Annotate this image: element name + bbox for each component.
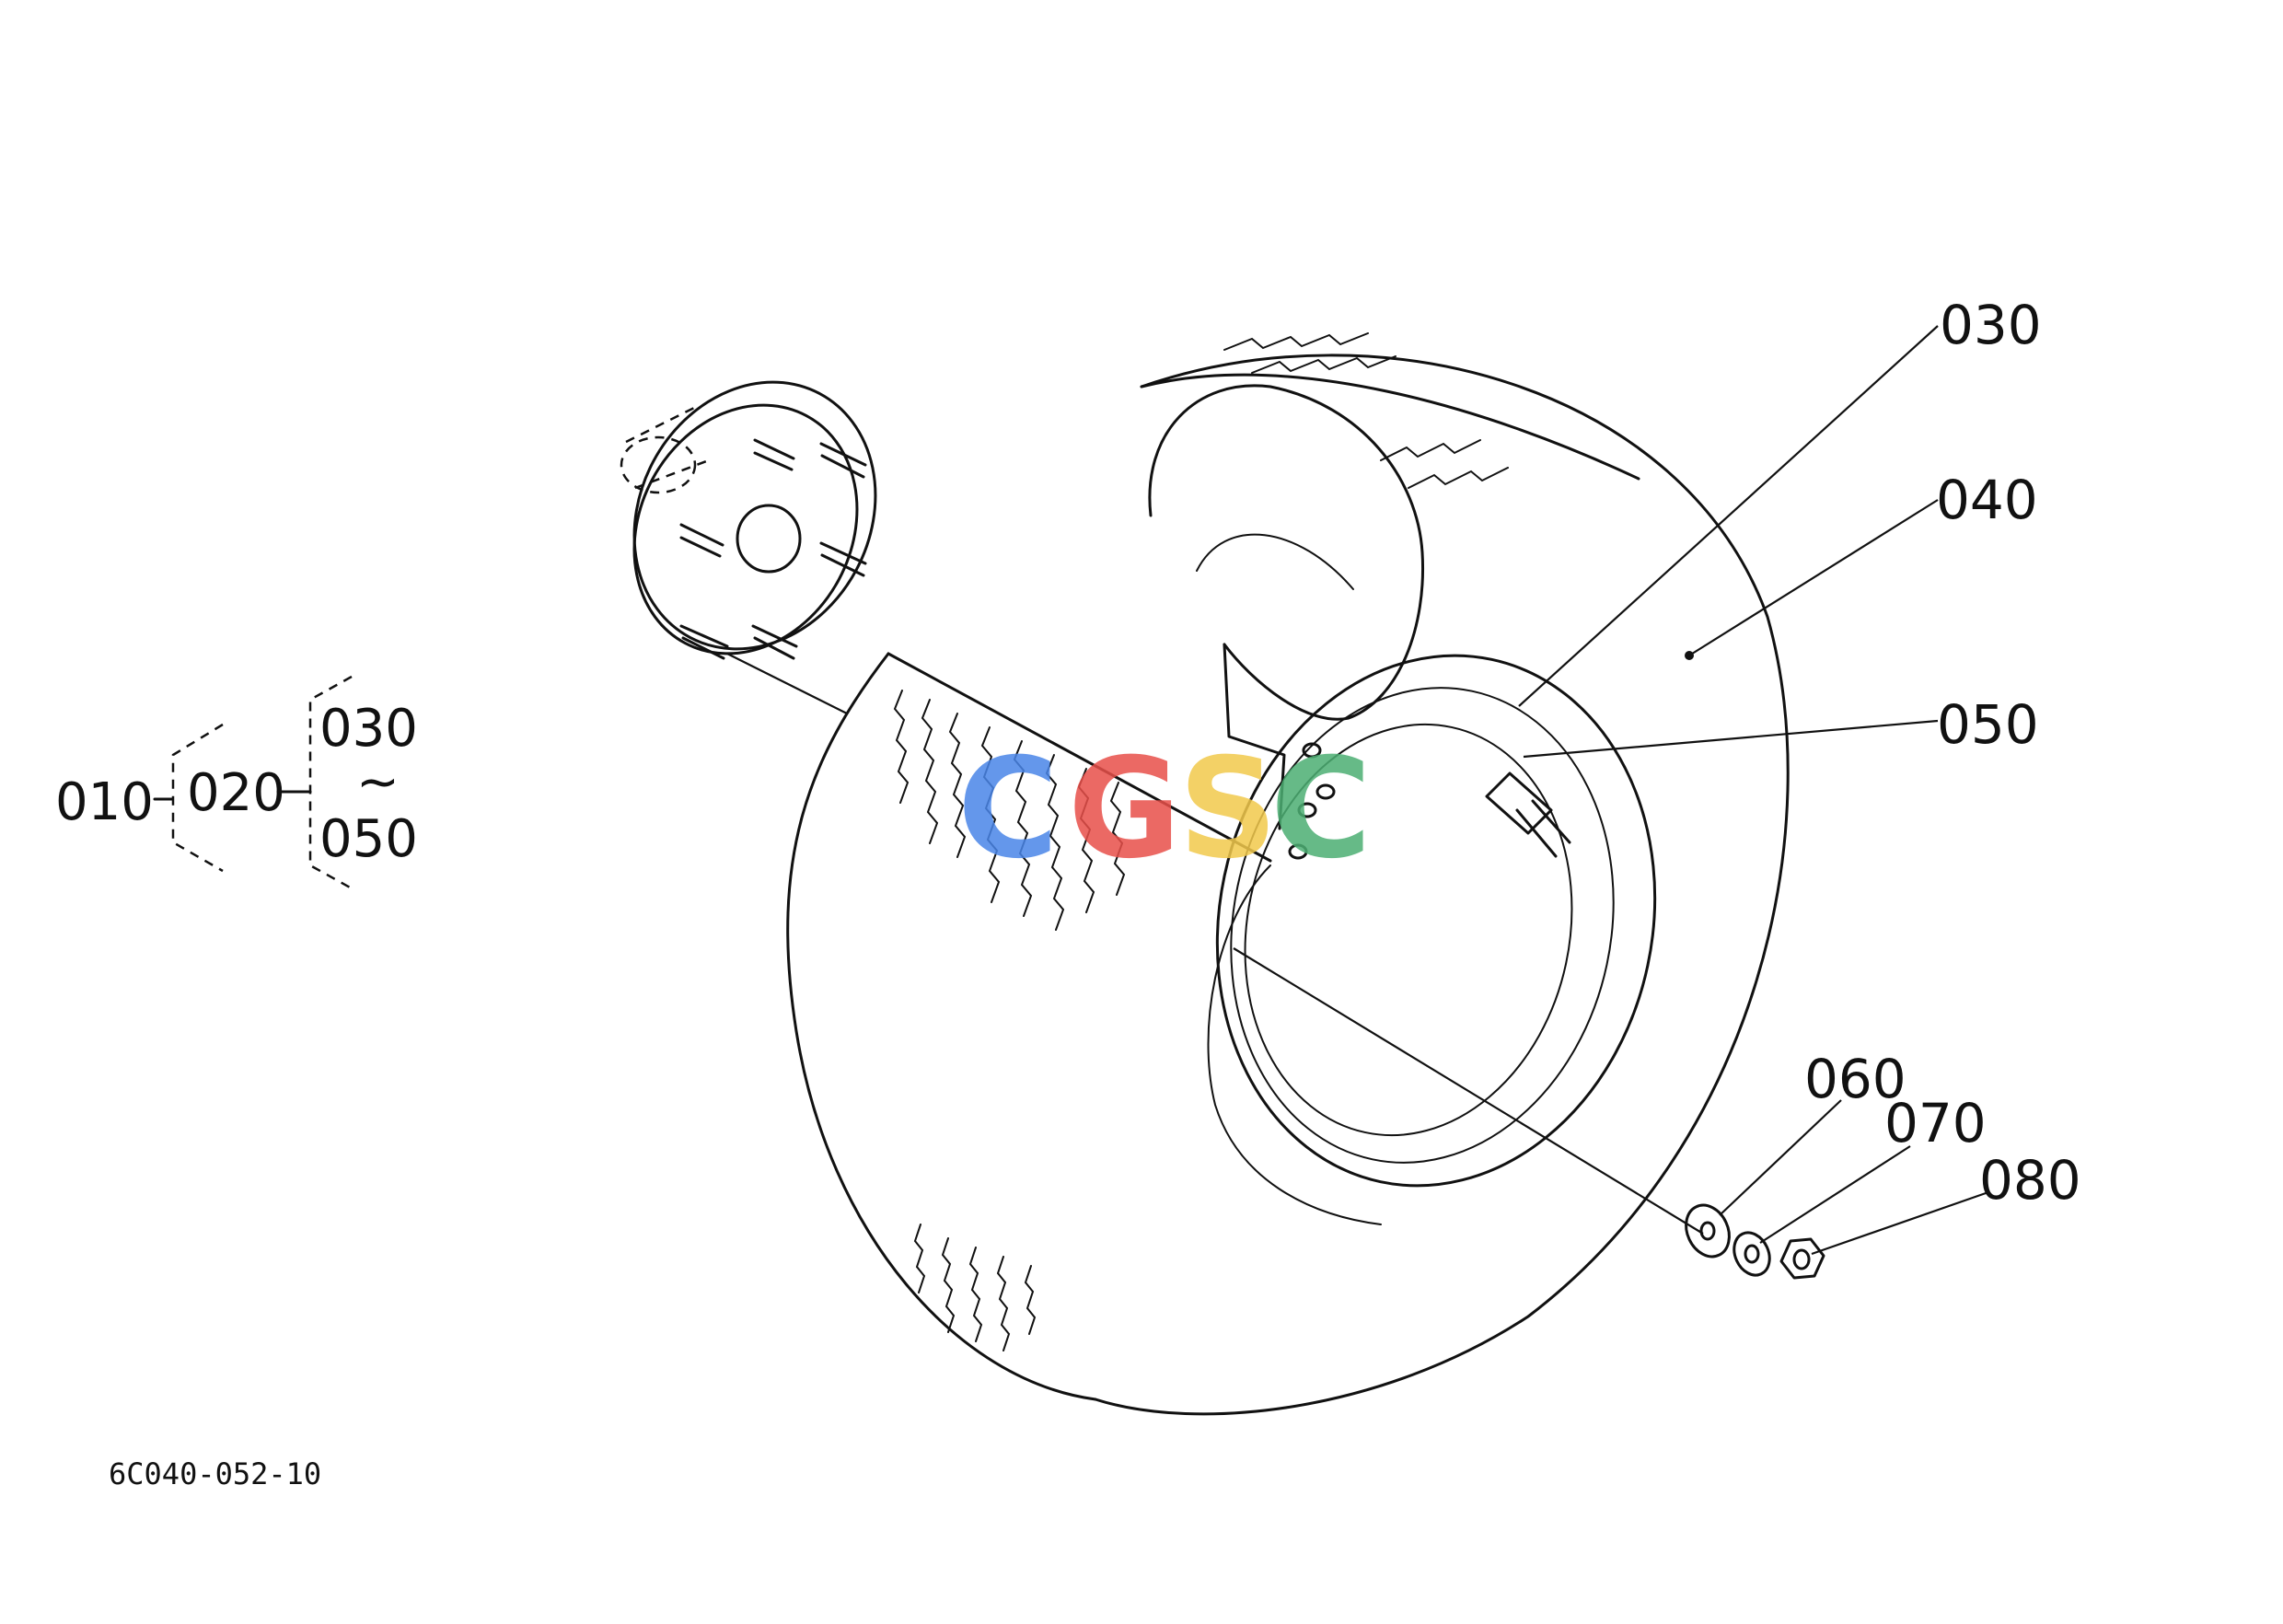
hardware-leader-line: [1233, 947, 1704, 1235]
callout-030: 030: [1940, 294, 2042, 356]
callout-080: 080: [1979, 1149, 2081, 1212]
valve-stem-icon: [1485, 771, 1553, 835]
watermark-letter-s: S: [1178, 729, 1278, 889]
tire: [786, 332, 1790, 1416]
spring-washer-070: [1733, 1231, 1771, 1277]
watermark-letter-c2: C: [1270, 729, 1372, 889]
tree-root: 010: [55, 772, 154, 832]
parts-tree: 010 020 030 ~ 050: [55, 675, 418, 890]
tree-child: 020: [187, 763, 285, 823]
callout-070: 070: [1884, 1092, 1987, 1154]
callout-050: 050: [1937, 693, 2039, 756]
washer-060: [1685, 1203, 1731, 1259]
watermark-letter-g: G: [1068, 729, 1181, 889]
callout-040: 040: [1936, 469, 2038, 531]
watermark-letter-c1: C: [957, 729, 1059, 889]
wheel-studs: [679, 438, 867, 660]
tree-range-sep: ~: [356, 752, 400, 812]
tree-range-end: 050: [319, 809, 418, 869]
tree-range-start: 030: [319, 699, 418, 759]
tread-pattern: [893, 332, 1509, 1351]
cgsc-watermark: C G S C: [957, 729, 1372, 889]
nut-080: [1779, 1237, 1825, 1280]
hub-leader-line: [726, 653, 848, 714]
callout-060: 060: [1804, 1048, 1906, 1110]
wheel-hub: [620, 380, 877, 660]
diagram-code: 6C040-052-10: [109, 1456, 321, 1491]
